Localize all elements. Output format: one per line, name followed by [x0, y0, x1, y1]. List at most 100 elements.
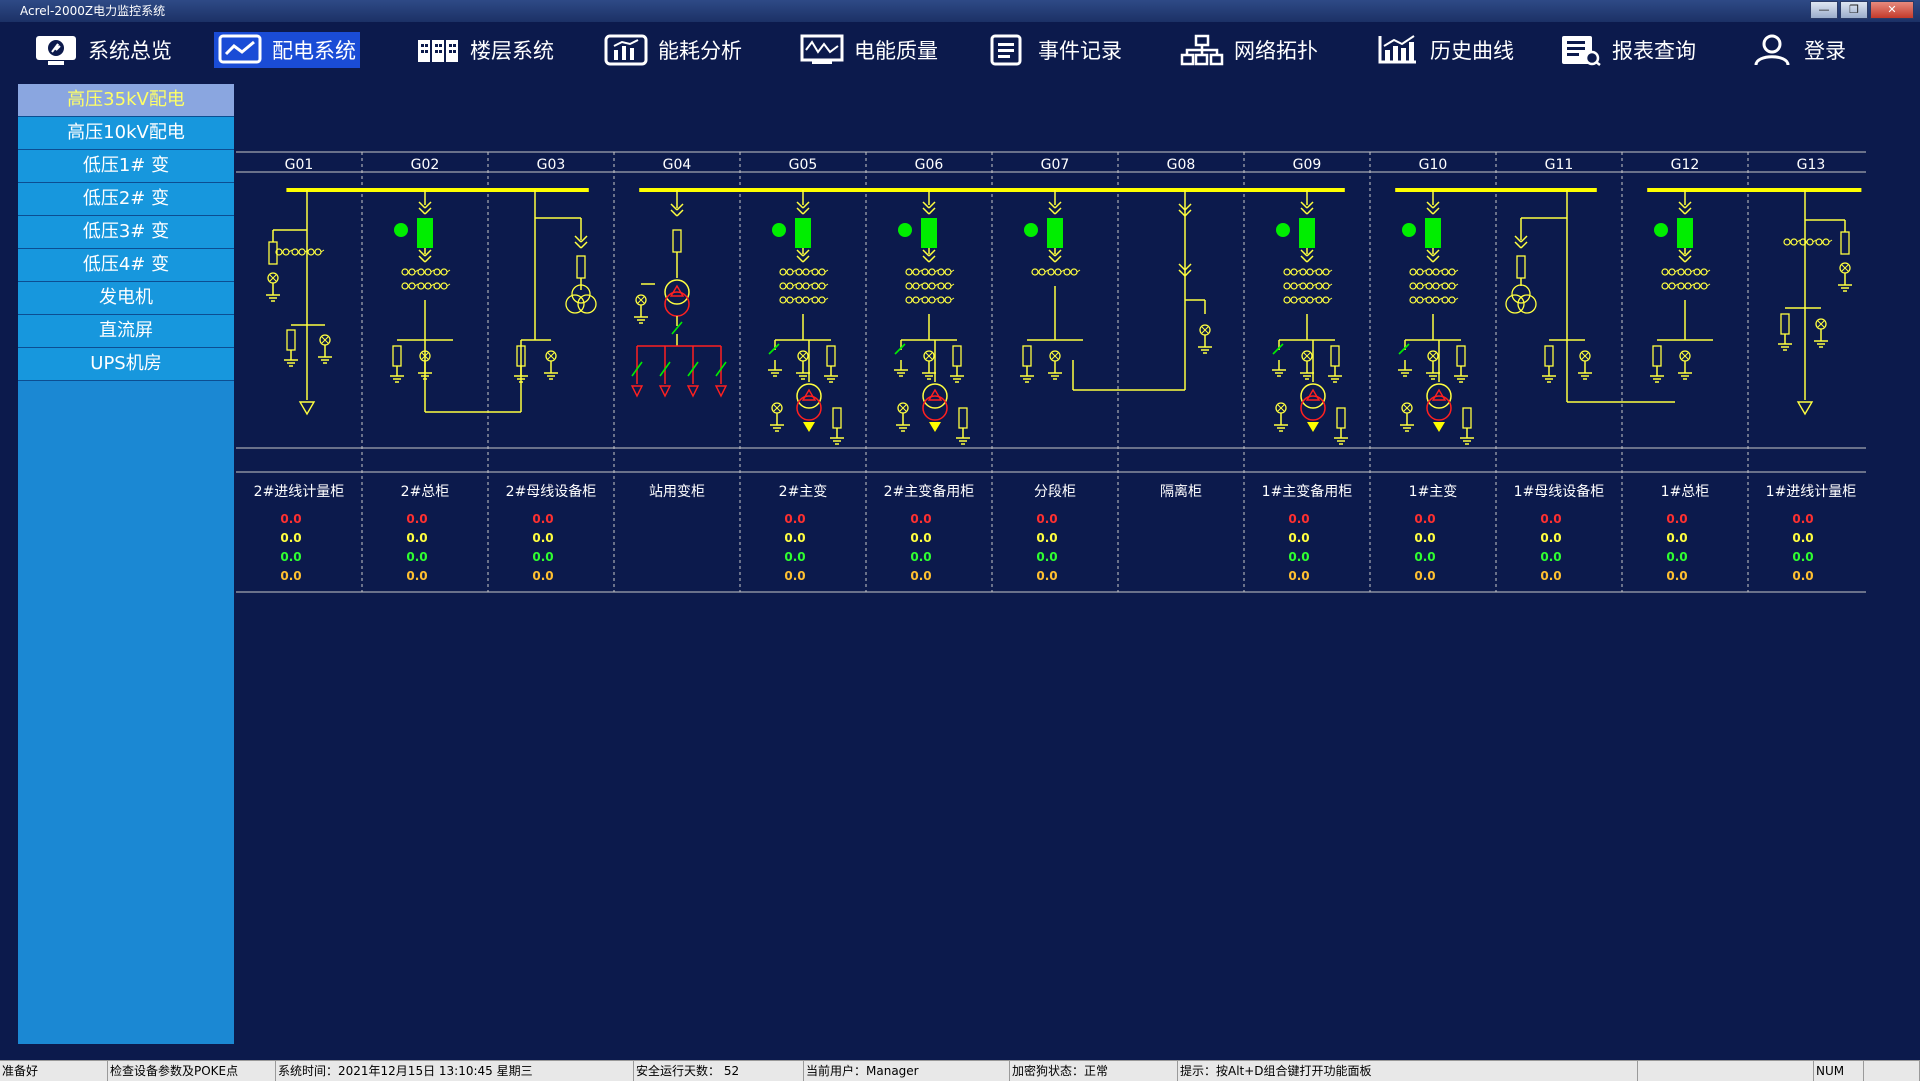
measurement-value: 0.0 [784, 550, 805, 564]
measurement-value: 0.0 [1288, 550, 1309, 564]
measurement-value: 0.0 [280, 569, 301, 583]
cabinet-id: G05 [789, 157, 818, 173]
measurement-value: 0.0 [784, 531, 805, 545]
cabinet-id: G12 [1671, 157, 1700, 173]
measurement-value: 0.0 [1288, 531, 1309, 545]
measurement-value: 0.0 [1036, 531, 1057, 545]
cabinet-g07-link [1072, 218, 1186, 391]
cabinet-g02[interactable] [390, 190, 453, 383]
cabinet-g12-link [1566, 340, 1675, 403]
cabinet-name: 1#总柜 [1661, 484, 1710, 500]
chart-line-icon [218, 34, 262, 64]
sidebar-item-lv2[interactable]: 低压2# 变 [18, 183, 234, 216]
nav-overview[interactable]: 系统总览 [30, 32, 176, 68]
cabinet-g09[interactable] [1272, 190, 1348, 445]
cabinet-g08[interactable] [1178, 190, 1212, 354]
sidebar-item-generator[interactable]: 发电机 [18, 282, 234, 315]
cabinet-name: 1#母线设备柜 [1514, 483, 1605, 500]
nav-label: 能耗分析 [658, 39, 742, 63]
diagram-canvas: G01G02G03G04G05G06G07G08G09G10G11G12G13单… [236, 151, 1903, 593]
nav-events[interactable]: 事件记录 [980, 32, 1126, 68]
measurement-value: 0.0 [1666, 550, 1687, 564]
window-controls: — ❐ ✕ [1810, 1, 1914, 19]
diagram-grid [236, 151, 1875, 593]
single-line-diagram: G01G02G03G04G05G06G07G08G09G10G11G12G13单… [236, 150, 1903, 600]
measurement-value: 0.0 [1414, 569, 1435, 583]
measurement-value: 0.0 [1288, 512, 1309, 526]
cabinet-id: G01 [285, 157, 314, 173]
nav-network[interactable]: 网络拓扑 [1176, 32, 1322, 68]
cabinet-g13[interactable] [1778, 190, 1852, 416]
measurement-value: 0.0 [406, 550, 427, 564]
cabinet-g02-link [424, 340, 522, 413]
cabinet-g06[interactable] [894, 190, 970, 445]
sidebar-item-lv4[interactable]: 低压4# 变 [18, 249, 234, 282]
status-tail [1864, 1061, 1920, 1081]
cabinet-id: G10 [1419, 157, 1448, 173]
status-check: 检查设备参数及POKE点 [108, 1061, 276, 1081]
nav-quality[interactable]: 电能质量 [796, 32, 942, 68]
sidebar-item-lv1[interactable]: 低压1# 变 [18, 150, 234, 183]
sidebar-item-dc-panel[interactable]: 直流屏 [18, 315, 234, 348]
waveform-icon [800, 34, 844, 64]
measurement-value: 0.0 [1540, 512, 1561, 526]
cabinet-id: G13 [1797, 157, 1826, 173]
nav-energy[interactable]: 能耗分析 [600, 32, 746, 68]
restore-button[interactable]: ❐ [1840, 1, 1868, 19]
cabinet-name: 1#主变备用柜 [1262, 483, 1353, 500]
nav-report[interactable]: 报表查询 [1554, 32, 1700, 68]
cabinet-g04[interactable] [630, 190, 728, 398]
cabinet-g10[interactable] [1398, 190, 1474, 445]
nav-floor[interactable]: 楼层系统 [412, 32, 558, 68]
cabinet-g05[interactable] [768, 190, 844, 445]
sidebar-item-35kv[interactable]: 高压35kV配电 [18, 84, 234, 117]
status-bar: 准备好 检查设备参数及POKE点 系统时间：2021年12月15日 13:10:… [0, 1060, 1920, 1081]
cabinet-id: G08 [1167, 157, 1196, 173]
cabinet-g12[interactable] [1650, 190, 1713, 383]
cabinet-name: 1#进线计量柜 [1766, 484, 1857, 500]
cabinet-id: G09 [1293, 157, 1322, 173]
measurement-value: 0.0 [910, 531, 931, 545]
nav-history[interactable]: 历史曲线 [1372, 32, 1518, 68]
minimize-button[interactable]: — [1810, 1, 1838, 19]
report-icon [1562, 36, 1601, 66]
cabinet-name: 站用变柜 [649, 484, 705, 500]
status-user: 当前用户：Manager [804, 1061, 1010, 1081]
measurement-value: 0.0 [280, 550, 301, 564]
cabinet-name: 隔离柜 [1160, 483, 1202, 500]
title-bar: Acrel-2000Z电力监控系统 — ❐ ✕ [0, 0, 1920, 22]
nav-label: 报表查询 [1612, 39, 1696, 63]
measurement-value: 0.0 [1792, 531, 1813, 545]
nav-distribution[interactable]: 配电系统 [214, 32, 360, 68]
measurement-value: 0.0 [784, 569, 805, 583]
cabinet-g07[interactable] [1020, 190, 1083, 383]
measurement-value: 0.0 [1036, 512, 1057, 526]
history-chart-icon [1378, 35, 1416, 64]
close-button[interactable]: ✕ [1870, 1, 1914, 19]
status-dongle: 加密狗状态：正常 [1010, 1061, 1178, 1081]
measurement-value: 0.0 [1414, 512, 1435, 526]
nav-label: 配电系统 [272, 39, 356, 63]
monitor-icon [36, 36, 76, 65]
sidebar-item-10kv[interactable]: 高压10kV配电 [18, 117, 234, 150]
nav-label: 历史曲线 [1430, 39, 1514, 63]
sidebar-item-lv3[interactable]: 低压3# 变 [18, 216, 234, 249]
cabinet-name: 2#进线计量柜 [254, 484, 345, 500]
measurement-value: 0.0 [1792, 512, 1813, 526]
measurement-value: 0.0 [406, 512, 427, 526]
nav-login[interactable]: 登录 [1746, 32, 1850, 68]
sidebar-item-ups-room[interactable]: UPS机房 [18, 348, 234, 381]
document-icon [990, 34, 1022, 66]
measurement-value: 0.0 [1792, 569, 1813, 583]
measurement-value: 0.0 [910, 512, 931, 526]
measurement-value: 0.0 [910, 550, 931, 564]
cabinet-name: 分段柜 [1034, 484, 1076, 500]
cabinet-g11[interactable] [1505, 190, 1592, 383]
measurement-value: 0.0 [1666, 512, 1687, 526]
cabinet-g03[interactable] [514, 190, 597, 383]
cabinet-g01[interactable] [266, 190, 332, 416]
nav-label: 事件记录 [1038, 39, 1122, 63]
measurement-value: 0.0 [1288, 569, 1309, 583]
measurement-value: 0.0 [532, 550, 553, 564]
measurement-value: 0.0 [1666, 531, 1687, 545]
